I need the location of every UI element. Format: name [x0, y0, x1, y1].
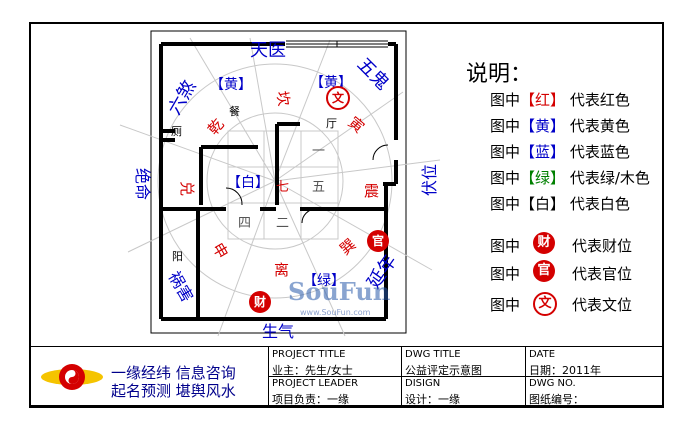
- title-block: 一缘经纬 信息咨询 起名预测 堪舆风水 PROJECT TITLE 业主：先生/…: [31, 346, 662, 407]
- outer-bagua-ring: [157, 63, 393, 299]
- direction-trigram-label: 震: [364, 182, 380, 200]
- nine-palace-grid: [227, 130, 339, 240]
- room-label-restroom: 厕: [171, 125, 182, 138]
- bagua-rays: [119, 37, 441, 337]
- grid-number: 七: [276, 180, 290, 195]
- grid-number: 二: [276, 216, 290, 231]
- direction-star-label: 绝命: [133, 167, 153, 201]
- color-tag-white: 【白】: [227, 175, 269, 191]
- legend-bracket: 【红】: [520, 91, 566, 109]
- project-leader-label: PROJECT LEADER: [272, 378, 359, 389]
- watermark-url: www.SouFun.com: [300, 308, 371, 317]
- legend-symbol-text: 代表文位: [572, 296, 633, 314]
- project-leader-value: 项目负责：一缘: [272, 393, 349, 406]
- legend-prefix: 图中: [490, 237, 521, 255]
- slogan-line: 起名预测 堪舆风水: [111, 382, 236, 400]
- drawing-frame: [29, 22, 664, 408]
- legend-text: 代表黄色: [569, 117, 630, 135]
- direction-star-label: 伏位: [420, 163, 440, 197]
- direction-star-label: 天医: [250, 40, 286, 61]
- plan-border: [150, 30, 407, 334]
- windows: [286, 40, 388, 48]
- dwg-title-value: 公益评定示意图: [405, 364, 482, 377]
- date-value: 日期：2011年: [529, 364, 601, 377]
- legend-text: 代表蓝色: [569, 143, 630, 161]
- slogan-line: 一缘经纬 信息咨询: [111, 364, 236, 382]
- legend-symbol-text: 代表官位: [572, 265, 633, 283]
- grid-number: 四: [238, 216, 252, 231]
- legend-row: 图中【蓝】 代表蓝色: [490, 141, 630, 162]
- guan-symbol: 官: [367, 230, 389, 252]
- legend-wen-symbol: 文: [533, 292, 557, 316]
- color-tag-yellow: 【黄】: [210, 77, 252, 93]
- room-label-kitchen: 餐: [229, 105, 240, 118]
- door-swings: [225, 144, 389, 224]
- legend-bracket: 【绿】: [520, 169, 566, 187]
- cai-symbol: 财: [249, 291, 271, 313]
- legend-text: 代表红色: [569, 91, 630, 109]
- legend-prefix: 图中: [490, 91, 521, 109]
- direction-trigram-label: 离: [274, 261, 290, 279]
- grid-number: 一: [312, 144, 326, 159]
- dwg-no-label: DWG NO.: [529, 378, 576, 389]
- project-title-label: PROJECT TITLE: [272, 349, 346, 360]
- color-tag-green: 【绿】: [303, 273, 345, 289]
- legend-prefix: 图中: [490, 296, 521, 314]
- legend-text: 代表绿/木色: [569, 169, 650, 187]
- room-label-hall: 厅: [326, 117, 337, 130]
- design-label: DISIGN: [405, 378, 441, 389]
- legend-prefix: 图中: [490, 143, 521, 161]
- wen-symbol: 文: [326, 86, 350, 110]
- legend-title: 说明：: [466, 62, 533, 87]
- legend-symbol-text: 代表财位: [572, 237, 633, 255]
- legend-bracket: 【黄】: [520, 117, 566, 135]
- room-label-balcony: 阳: [172, 250, 183, 263]
- legend-bracket: 【蓝】: [520, 143, 566, 161]
- legend-text: 代表白色: [569, 195, 630, 213]
- legend-guan-symbol: 官: [533, 260, 555, 282]
- legend-bracket: 【白】: [520, 195, 566, 213]
- legend-prefix: 图中: [490, 195, 521, 213]
- company-logo-icon: [41, 364, 103, 390]
- legend-cai-symbol: 财: [533, 232, 555, 254]
- direction-trigram-label: 兑: [178, 180, 197, 197]
- legend-row: 图中【黄】 代表黄色: [490, 115, 630, 136]
- dwg-title-label: DWG TITLE: [405, 349, 461, 360]
- project-title-value: 业主：先生/女士: [272, 364, 353, 377]
- grid-number: 五: [312, 180, 326, 195]
- legend-prefix: 图中: [490, 265, 521, 283]
- date-label: DATE: [529, 349, 556, 360]
- legend-row: 图中【红】 代表红色: [490, 89, 630, 110]
- legend-row: 图中【绿】 代表绿/木色: [490, 167, 650, 188]
- inner-bagua-ring: [206, 112, 344, 250]
- legend-prefix: 图中: [490, 117, 521, 135]
- dwg-no-value: 图纸编号：: [529, 393, 584, 406]
- design-value: 设计：一缘: [405, 393, 460, 406]
- direction-star-label: 生气: [262, 322, 295, 341]
- watermark-logo: SouFun: [288, 277, 391, 306]
- legend-prefix: 图中: [490, 169, 521, 187]
- walls: [159, 42, 398, 321]
- legend-row: 图中【白】 代表白色: [490, 193, 630, 214]
